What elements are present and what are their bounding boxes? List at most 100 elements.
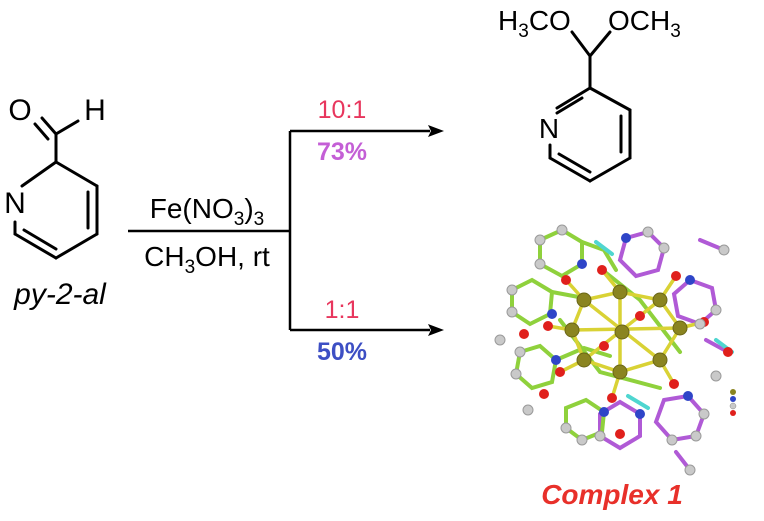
c-atom bbox=[690, 430, 702, 442]
n-atom bbox=[685, 275, 695, 285]
legend-n-dot bbox=[730, 396, 736, 402]
complex-1-label: Complex 1 bbox=[541, 479, 683, 510]
reagent-label: Fe(NO3)3 bbox=[150, 193, 264, 230]
lower-yield-label: 50% bbox=[317, 338, 367, 366]
n-atom bbox=[635, 409, 645, 419]
fe-atom bbox=[576, 352, 592, 368]
c-atom bbox=[710, 304, 722, 316]
double-bond bbox=[557, 152, 592, 174]
c-atom bbox=[718, 244, 730, 256]
o-atom bbox=[607, 393, 617, 403]
acetal-right-methoxy: OCH3 bbox=[608, 5, 681, 42]
c-atom bbox=[698, 408, 710, 420]
bond bbox=[54, 232, 99, 260]
n-atom bbox=[683, 391, 693, 401]
bond bbox=[588, 86, 632, 112]
fe-atom bbox=[576, 292, 592, 308]
upper-arrow-head bbox=[428, 125, 444, 137]
bond bbox=[588, 156, 632, 183]
bond bbox=[555, 86, 592, 110]
n-atom bbox=[621, 233, 631, 243]
c-atom bbox=[556, 224, 568, 236]
bond bbox=[548, 156, 592, 183]
legend-o-dot bbox=[730, 410, 736, 416]
reaction-arrows bbox=[128, 129, 430, 332]
fe-atoms bbox=[564, 284, 688, 380]
o-atom bbox=[635, 311, 645, 321]
o-atom bbox=[671, 271, 681, 281]
c-atom bbox=[666, 434, 678, 446]
o-atom bbox=[519, 329, 529, 339]
upper-ratio-label: 10:1 bbox=[318, 96, 367, 124]
c-atom bbox=[522, 404, 534, 416]
c-atom bbox=[534, 258, 546, 270]
o-atom bbox=[597, 265, 607, 275]
atom-legend bbox=[729, 389, 737, 416]
lower-ratio-label: 1:1 bbox=[325, 296, 360, 324]
n-atom bbox=[599, 407, 609, 417]
o-atom bbox=[669, 379, 679, 389]
c-atom bbox=[684, 464, 696, 476]
fe-atom bbox=[612, 284, 628, 300]
complex-1-structure bbox=[494, 224, 737, 476]
o-atom bbox=[555, 367, 565, 377]
core-spoke bbox=[546, 268, 706, 400]
c-atom bbox=[576, 434, 588, 446]
n-atoms bbox=[547, 233, 695, 419]
reactant-atom-H: H bbox=[84, 94, 106, 127]
n-atom bbox=[577, 259, 587, 269]
c-atom bbox=[642, 226, 654, 238]
c-atom bbox=[694, 318, 706, 330]
c-atom bbox=[710, 370, 722, 382]
reactant-atom-N: N bbox=[4, 187, 26, 220]
solvent-label: CH3OH, rt bbox=[144, 241, 270, 278]
c-atom bbox=[506, 284, 518, 296]
acetal-structure bbox=[548, 30, 632, 183]
legend-fe-dot bbox=[730, 389, 736, 395]
ligand-ring bbox=[510, 277, 555, 327]
c-atom bbox=[514, 346, 526, 358]
bond bbox=[20, 160, 58, 188]
bond bbox=[570, 30, 592, 58]
c-atom bbox=[658, 242, 670, 254]
lower-arrow-head bbox=[428, 324, 444, 336]
c-atom bbox=[594, 430, 606, 442]
c-atom bbox=[494, 334, 506, 346]
acetal-left-methoxy: H3CO bbox=[498, 5, 571, 42]
o-atom bbox=[615, 429, 625, 439]
bond bbox=[588, 30, 612, 58]
c-atom bbox=[510, 368, 522, 380]
ligand-arm bbox=[674, 238, 730, 472]
bond bbox=[40, 116, 58, 136]
reactant-structure bbox=[13, 116, 99, 260]
o-atom bbox=[543, 321, 553, 331]
c-atom bbox=[506, 306, 518, 318]
reactant-label: py-2-al bbox=[13, 278, 107, 311]
ligand-ring bbox=[538, 227, 584, 279]
bond bbox=[54, 160, 99, 188]
double-bond bbox=[555, 96, 584, 115]
o-atom bbox=[539, 389, 549, 399]
bond bbox=[13, 232, 58, 260]
fe-atom bbox=[614, 324, 630, 340]
fe-atom bbox=[672, 320, 688, 336]
fe-atom bbox=[564, 322, 580, 338]
double-bond bbox=[22, 228, 58, 251]
o-atom bbox=[561, 275, 571, 285]
double-bond bbox=[33, 122, 50, 141]
bond bbox=[54, 119, 80, 136]
ligand-ring bbox=[671, 277, 719, 327]
o-atom bbox=[599, 341, 609, 351]
n-atom bbox=[547, 309, 557, 319]
o-atom bbox=[723, 347, 733, 357]
fe-atom bbox=[612, 364, 628, 380]
c-atom bbox=[534, 234, 546, 246]
n-atom bbox=[551, 355, 561, 365]
upper-yield-label: 73% bbox=[317, 138, 367, 166]
legend-c-dot bbox=[729, 402, 737, 410]
c-atoms bbox=[494, 224, 730, 476]
o-atoms bbox=[519, 265, 733, 439]
fe-atom bbox=[652, 352, 668, 368]
c-atom bbox=[560, 422, 572, 434]
